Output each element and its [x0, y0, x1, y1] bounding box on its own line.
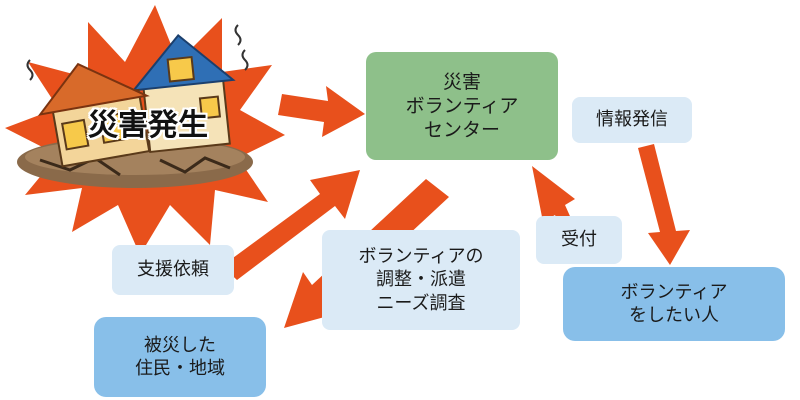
coordination-line-1: ボランティアの: [358, 246, 484, 268]
center-line-1: 災害: [442, 70, 481, 93]
coordination-line-2: 調整・派遣: [376, 269, 466, 291]
victims-line-2: 住民・地域: [135, 358, 225, 379]
center-line-3: センター: [423, 119, 500, 142]
arrow-disaster-to-center: [278, 86, 365, 137]
arrow-request-to-center: [222, 170, 360, 280]
volunteers-box: ボランティア をしたい人: [563, 267, 785, 341]
disaster-label: 災害発生: [88, 108, 208, 143]
arrow-info-to-volunteers: [638, 144, 690, 265]
reception-label: 受付: [536, 216, 622, 264]
support-request-text: 支援依頼: [137, 259, 209, 281]
center-line-2: ボランティア: [405, 94, 519, 117]
info-broadcast-label: 情報発信: [572, 97, 692, 143]
volunteers-line-1: ボランティア: [620, 281, 728, 303]
volunteer-center-box: 災害 ボランティア センター: [366, 52, 558, 160]
victims-line-1: 被災した: [144, 334, 216, 356]
reception-text: 受付: [561, 229, 597, 251]
coordination-label: ボランティアの 調整・派遣 ニーズ調査: [322, 230, 520, 330]
affected-residents-box: 被災した 住民・地域: [94, 317, 266, 397]
collapsing-houses-icon: [26, 24, 249, 168]
volunteers-line-2: をしたい人: [629, 305, 719, 326]
support-request-label: 支援依頼: [112, 245, 234, 295]
coordination-line-3: ニーズ調査: [376, 292, 466, 314]
info-broadcast-text: 情報発信: [596, 109, 668, 131]
